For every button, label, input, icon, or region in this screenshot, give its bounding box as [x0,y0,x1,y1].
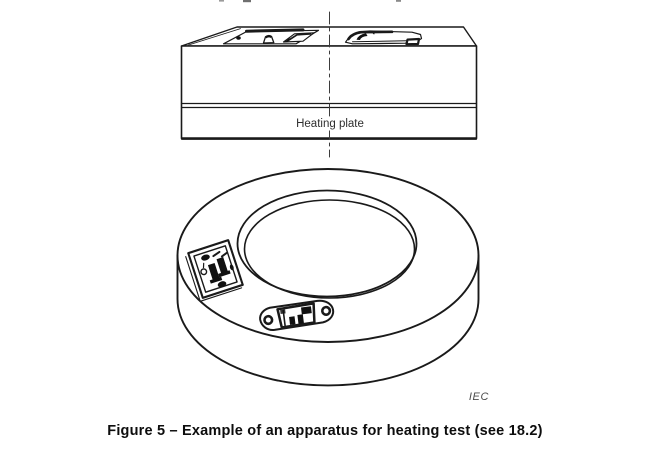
coupler-top-left-icon [222,28,320,45]
heating-plate-side-view: Heating plate [180,11,478,158]
coupler-top-right-icon [344,30,423,46]
cropped-text-artifacts [219,0,401,3]
ring-apparatus-view: IEC [176,168,489,403]
coupler-ring-left-icon [185,239,244,302]
ring-hole-inner-wall [243,199,416,299]
figure-caption: Figure 5 – Example of an apparatus for h… [107,423,543,439]
iec-label: IEC [469,391,489,403]
coupler-ring-front-icon [259,299,335,331]
ring-side-wall [176,254,480,387]
heating-plate-label: Heating plate [296,118,364,130]
ring-hole-rim [236,189,418,298]
